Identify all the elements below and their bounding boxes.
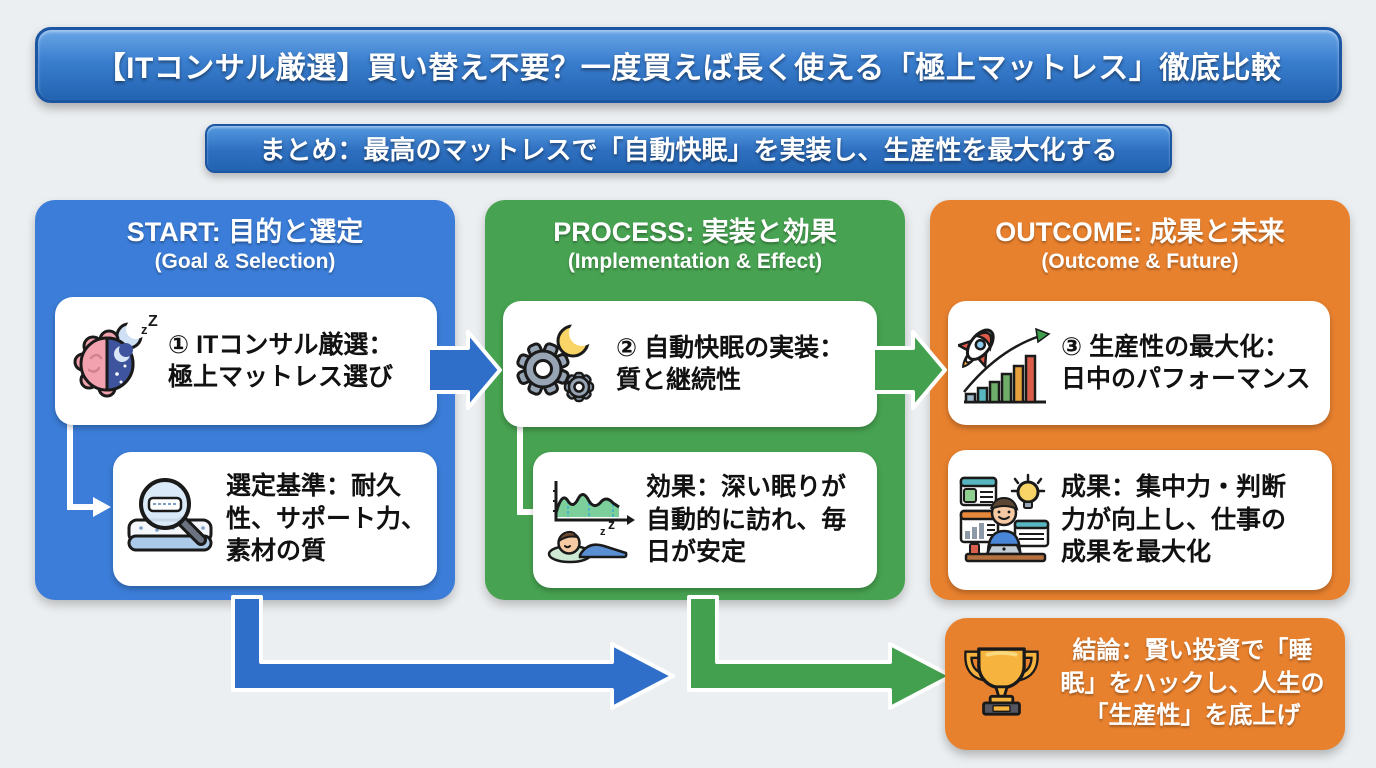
svg-text:Z: Z	[148, 314, 158, 330]
card-process-effect: z z 効果：深い眠りが 自動的に訪れ、毎 日が安定	[533, 452, 877, 588]
column-process: PROCESS: 実装と効果 (Implementation & Effect)	[485, 200, 905, 600]
svg-text:z: z	[608, 516, 615, 532]
title-banner: 【ITコンサル厳選】買い替え不要？一度買えば長く使える「極上マットレス」徹底比較	[35, 27, 1342, 103]
column-start: START: 目的と選定 (Goal & Selection) z	[35, 200, 455, 600]
gears-moon-icon	[513, 317, 608, 412]
card-start-selection-text: ① ITコンサル厳選： 極上マットレス選び	[168, 330, 394, 392]
column-outcome-subtitle: (Outcome & Future)	[1041, 249, 1239, 273]
column-process-subtitle: (Implementation & Effect)	[567, 249, 823, 273]
sleep-chart-icon: z z	[543, 473, 638, 568]
arrow-start-to-bottom-flow	[231, 595, 675, 710]
column-start-subtitle: (Goal & Selection)	[154, 249, 336, 273]
column-process-header: PROCESS: 実装と効果 (Implementation & Effect)	[485, 216, 905, 274]
column-start-title: START: 目的と選定	[126, 217, 364, 247]
mattress-magnifier-icon	[123, 472, 218, 567]
arrow-process-to-conclusion	[687, 595, 953, 710]
trophy-icon	[959, 640, 1044, 728]
card-outcome-results: 成果：集中力・判断 力が向上し、仕事の 成果を最大化	[948, 450, 1332, 590]
title-banner-text: 【ITコンサル厳選】買い替え不要？一度買えば長く使える「極上マットレス」徹底比較	[95, 52, 1282, 85]
card-outcome-results-text: 成果：集中力・判断 力が向上し、仕事の 成果を最大化	[1061, 473, 1287, 567]
column-outcome-header: OUTCOME: 成果と未来 (Outcome & Future)	[930, 216, 1350, 274]
conclusion-box: 結論：賢い投資で「睡 眠」をハックし、人生の 「生産性」を底上げ	[945, 618, 1345, 750]
rocket-growth-icon	[958, 316, 1053, 411]
svg-text:z: z	[141, 322, 148, 337]
card-outcome-productivity: ③ 生産性の最大化： 日中のパフォーマンス	[948, 301, 1330, 425]
work-desk-icon	[958, 473, 1053, 568]
card-start-criteria-text: 選定基準：耐久 性、サポート力、 素材の質	[226, 472, 427, 566]
card-process-implementation: ② 自動快眠の実装： 質と継続性	[503, 301, 877, 427]
card-process-implementation-text: ② 自動快眠の実装： 質と継続性	[616, 333, 845, 395]
summary-banner: まとめ：最高のマットレスで「自動快眠」を実装し、生産性を最大化する	[205, 124, 1172, 173]
conclusion-text: 結論：賢い投資で「睡 眠」をハックし、人生の 「生産性」を底上げ	[1060, 637, 1325, 730]
column-start-header: START: 目的と選定 (Goal & Selection)	[35, 216, 455, 274]
summary-banner-text: まとめ：最高のマットレスで「自動快眠」を実装し、生産性を最大化する	[259, 135, 1118, 165]
card-start-criteria: 選定基準：耐久 性、サポート力、 素材の質	[113, 452, 437, 586]
column-process-title: PROCESS: 実装と効果	[553, 217, 837, 247]
brain-sleep-icon: z Z	[65, 314, 160, 409]
column-outcome-title: OUTCOME: 成果と未来	[995, 217, 1285, 247]
card-process-effect-text: 効果：深い眠りが 自動的に訪れ、毎 日が安定	[646, 473, 847, 567]
card-outcome-productivity-text: ③ 生産性の最大化： 日中のパフォーマンス	[1061, 332, 1311, 394]
column-outcome: OUTCOME: 成果と未来 (Outcome & Future)	[930, 200, 1350, 600]
svg-text:z: z	[600, 526, 606, 538]
card-start-selection: z Z ① ITコンサル厳選： 極上マットレス選び	[55, 297, 437, 425]
